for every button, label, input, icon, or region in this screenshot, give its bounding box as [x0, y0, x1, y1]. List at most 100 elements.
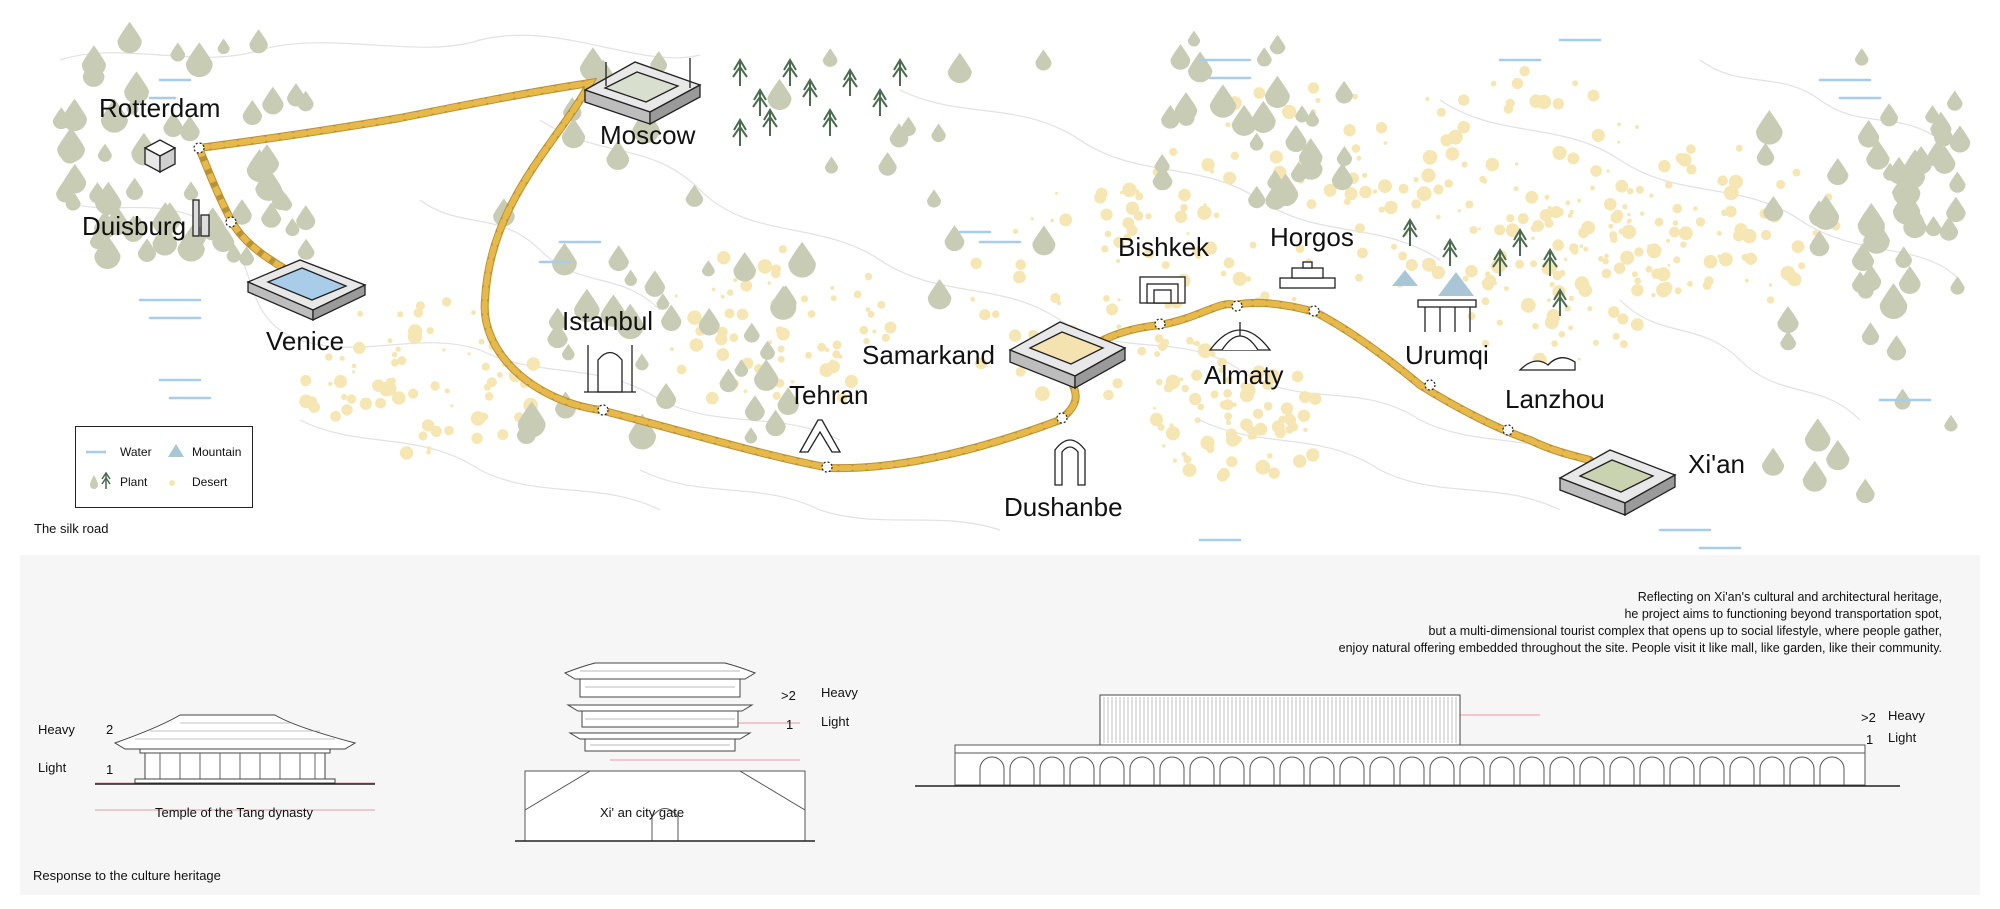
desert-dot [717, 251, 731, 265]
tree [1542, 248, 1558, 276]
plant-drop [212, 224, 235, 253]
desert-dot [1263, 401, 1273, 411]
desert-dot [1145, 213, 1152, 220]
plant-drop [249, 29, 268, 54]
plant-drop [1861, 322, 1880, 346]
city-label-duisburg: Duisburg [82, 211, 187, 241]
plant-drop [1187, 51, 1213, 83]
desert-dot [1728, 174, 1743, 189]
desert-dot [325, 353, 333, 361]
plant-drop [105, 206, 129, 236]
water-pattern [138, 38, 1932, 550]
statement-line: he project aims to functioning beyond tr… [1624, 607, 1942, 621]
city-label-moscow: Moscow [600, 120, 696, 150]
desert-dot [1457, 209, 1461, 213]
plant-drop [1886, 335, 1907, 361]
desert-dot [413, 308, 424, 318]
desert-dot [1344, 187, 1358, 201]
desert-dot [1569, 209, 1574, 215]
heritage-panel: Reflecting on Xi'an's cultural and archi… [20, 555, 1980, 895]
desert-dot [1651, 292, 1656, 298]
desert-dot [484, 392, 494, 401]
plant-drop [822, 48, 838, 67]
plant-drop [1336, 146, 1353, 166]
desert-dot [1568, 325, 1574, 331]
desert-dot [1307, 82, 1320, 94]
desert-dot [1013, 270, 1026, 284]
desert-dot [1433, 184, 1444, 195]
tree [782, 58, 798, 86]
desert-dot [1654, 217, 1664, 227]
desert-dot [1206, 445, 1215, 454]
desert-dot [1554, 207, 1564, 218]
desert-dot [328, 381, 333, 386]
desert-dot [1133, 210, 1144, 221]
plant-pattern [52, 21, 1971, 504]
desert-dot [1115, 258, 1121, 264]
desert-dot [1183, 455, 1192, 464]
plant-drop [287, 83, 305, 107]
desert-dot [1186, 336, 1194, 345]
plant-drop [117, 21, 142, 54]
desert-dot [872, 329, 877, 334]
plant-drop [1756, 142, 1775, 166]
desert-dot [1578, 227, 1589, 239]
desert-dot [1462, 275, 1469, 282]
mountain-icon [168, 444, 184, 457]
desert-dot [1197, 205, 1212, 220]
tree [842, 68, 858, 96]
arcade-arch [1369, 756, 1395, 785]
desert-dot [1465, 264, 1478, 278]
city-label-istanbul: Istanbul [562, 306, 654, 336]
plant-drop [562, 343, 575, 361]
plant-drop [1891, 181, 1906, 199]
desert-dot [1245, 276, 1252, 282]
desert-dot [1716, 230, 1722, 236]
plant-drop [685, 184, 704, 207]
plant-drop [656, 383, 677, 409]
venice-station-icon [246, 259, 367, 322]
plant-drop [1826, 440, 1850, 471]
desert-dot [1665, 181, 1673, 189]
desert-dot [1587, 89, 1600, 102]
desert-dot [1306, 199, 1317, 210]
desert-dot [391, 358, 399, 367]
desert-dot [705, 391, 719, 405]
desert-dot [1230, 151, 1240, 160]
plant-drop [1855, 48, 1869, 66]
desert-dot [884, 321, 897, 334]
map-legend: Water Mountain Plant Desert [75, 426, 253, 508]
plant-drop [1947, 90, 1963, 111]
desert-dot [1520, 297, 1536, 313]
desert-dot [1055, 191, 1058, 195]
desert-dot [1673, 256, 1681, 264]
tree [1492, 248, 1508, 276]
desert-dot [1059, 213, 1073, 227]
tree [1442, 238, 1458, 266]
desert-dot [1008, 329, 1022, 342]
desert-dot [441, 297, 452, 307]
desert-dot [1352, 93, 1358, 100]
desert-dot [421, 419, 435, 432]
desert-dot [1505, 98, 1515, 108]
desert-dot [372, 379, 385, 393]
node-almaty [1231, 300, 1243, 312]
desert-dot [1776, 179, 1786, 190]
desert-dot [1567, 152, 1580, 165]
desert-dot [1186, 232, 1190, 235]
desert-dot [1745, 278, 1749, 283]
city-label-samarkand: Samarkand [862, 340, 995, 370]
desert-dot [1056, 300, 1062, 306]
plant-drop [777, 387, 799, 416]
plant-drop [1939, 216, 1959, 241]
plant-drop [1285, 124, 1307, 153]
desert-dot [1565, 200, 1571, 206]
desert-dot [1169, 147, 1178, 156]
plant-drop [1305, 109, 1319, 127]
arcade-arch [1699, 756, 1725, 785]
city-gate-elevation [515, 662, 815, 842]
legend-symbols [86, 444, 184, 489]
desert-dot [1615, 179, 1629, 193]
city-label-venice: Venice [266, 326, 345, 356]
desert-dot [1733, 229, 1745, 242]
